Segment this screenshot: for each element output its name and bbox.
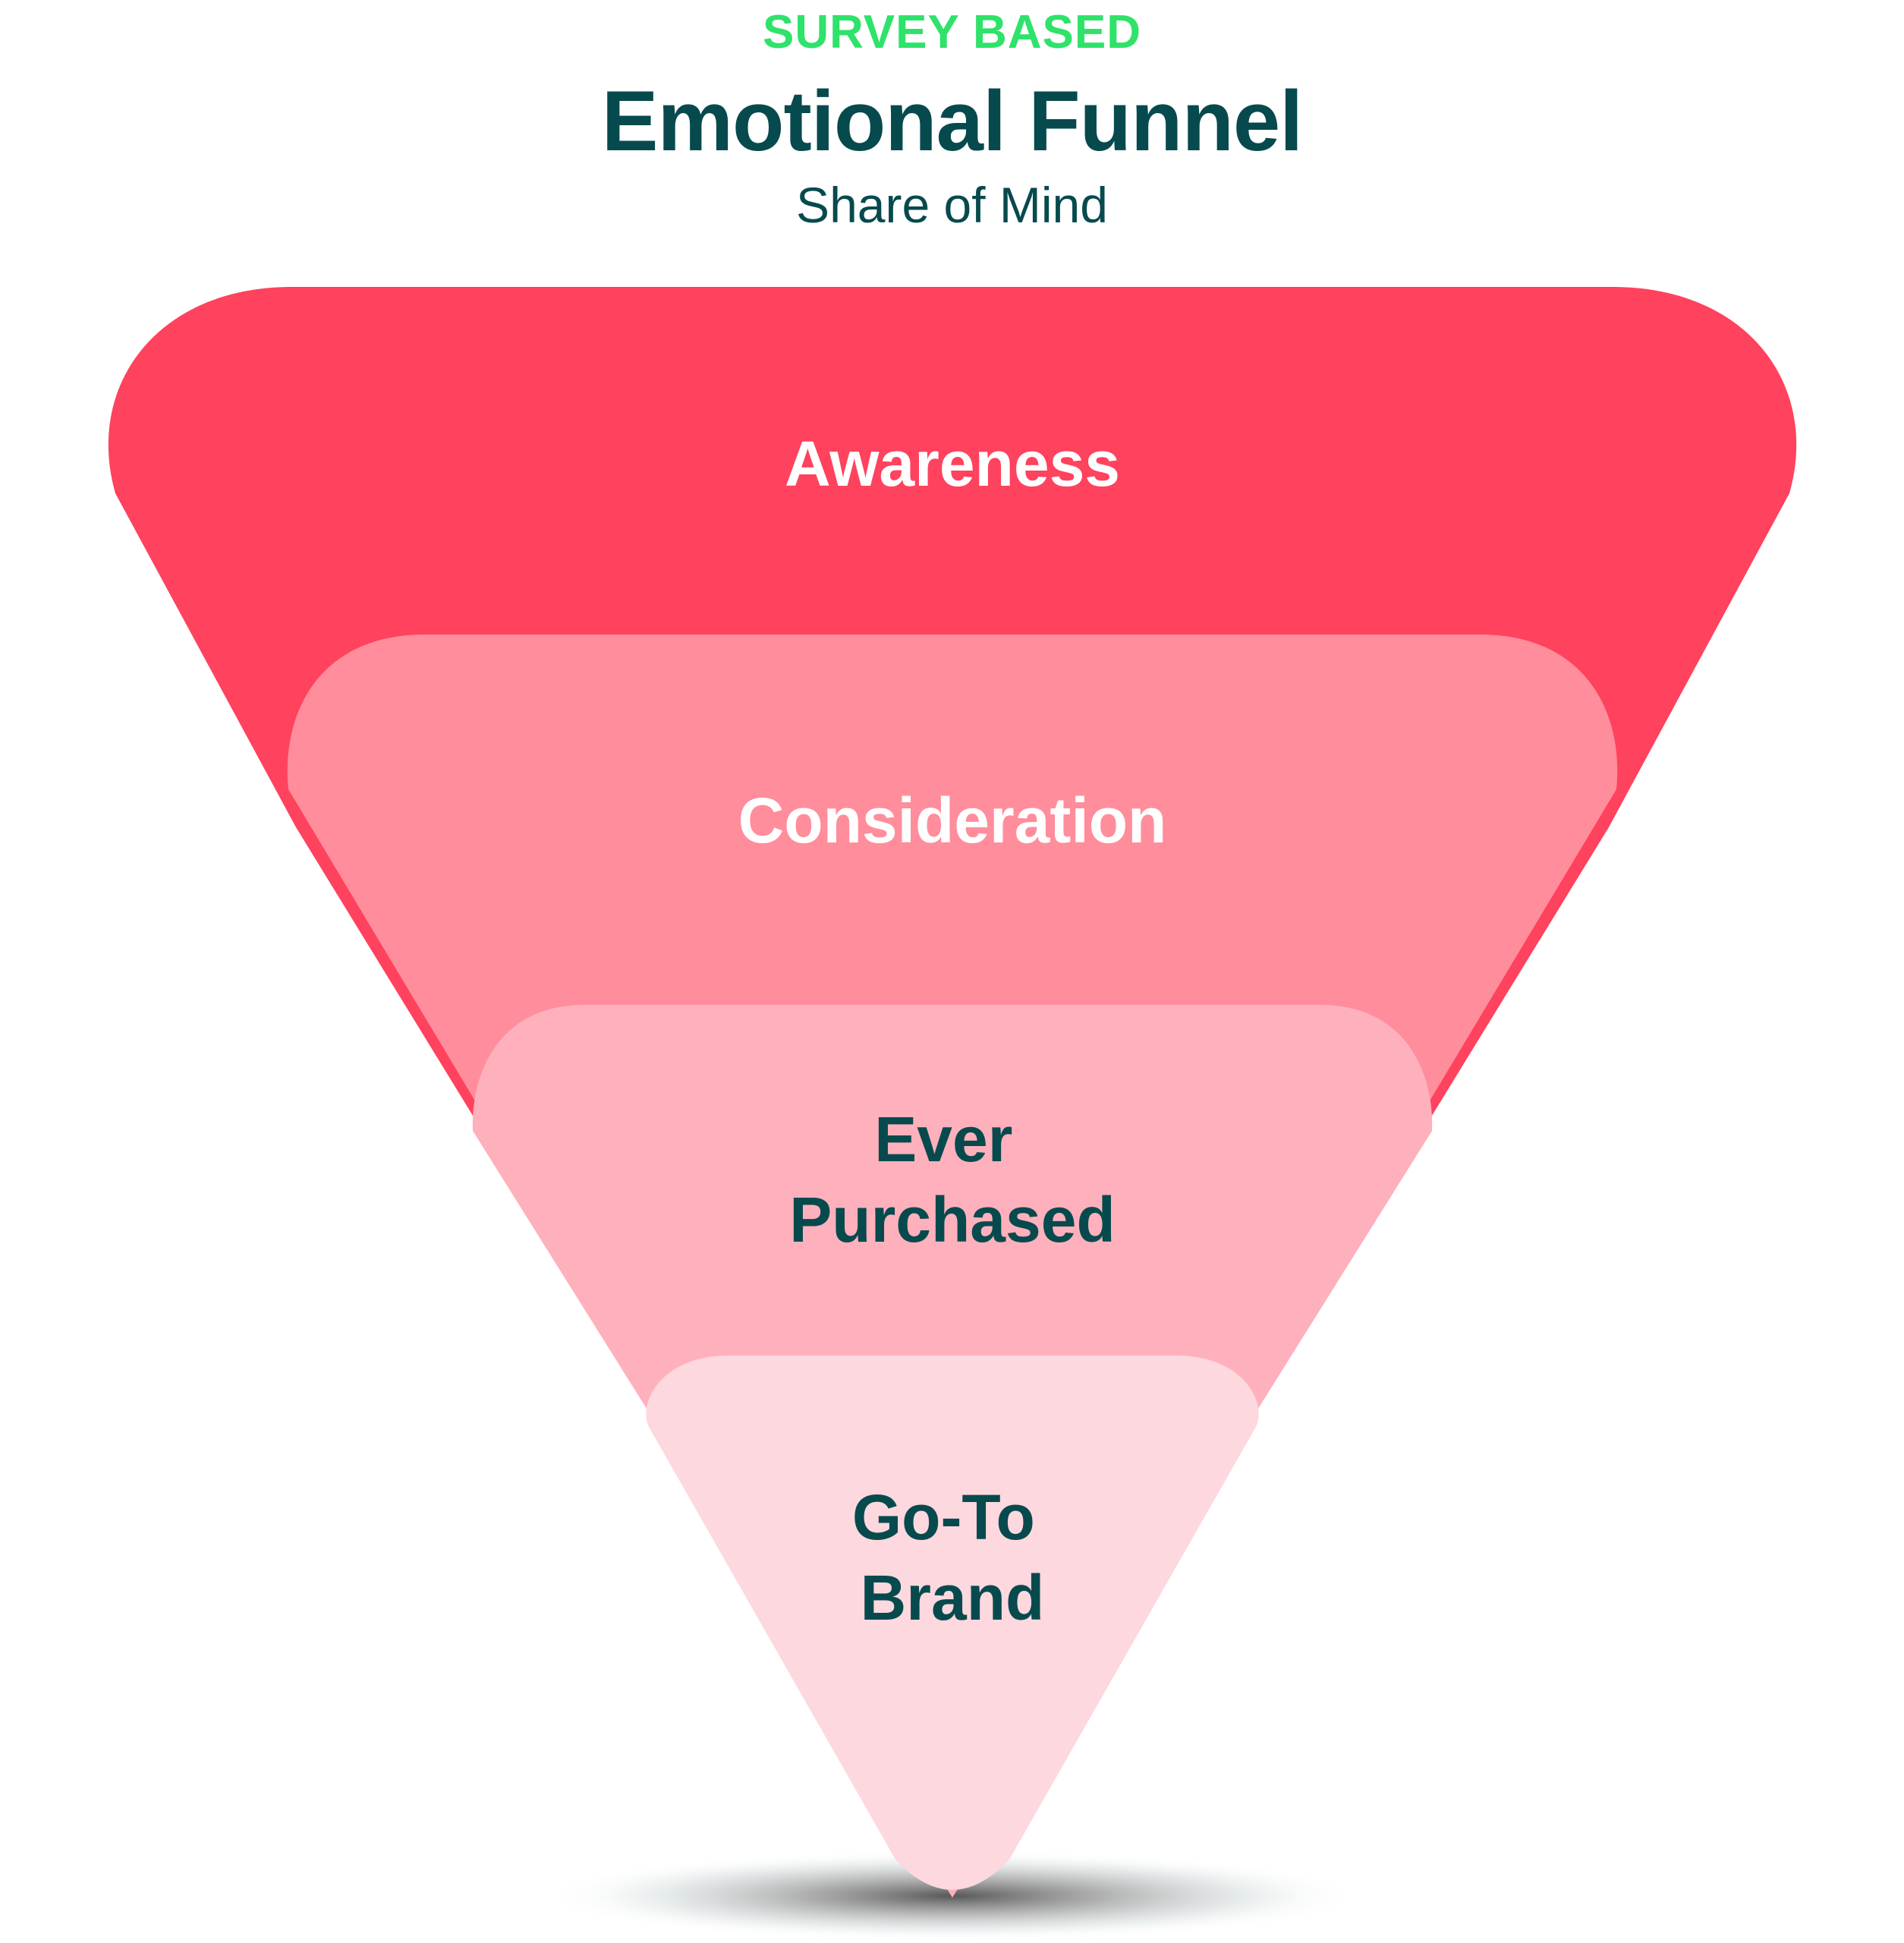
- stage-consideration-label: Consideration: [738, 785, 1167, 856]
- diagram-subtitle: Share of Mind: [796, 177, 1108, 233]
- eyebrow-label: SURVEY BASED: [763, 6, 1141, 58]
- stage-go-to-brand-label: Go-To Brand: [852, 1482, 1053, 1633]
- stage-ever-purchased-label: Ever Purchased: [789, 1104, 1116, 1255]
- stage-awareness-label: Awareness: [785, 428, 1120, 499]
- stage-go-to-brand-shape: [646, 1356, 1259, 1890]
- diagram-title: Emotional Funnel: [601, 74, 1304, 168]
